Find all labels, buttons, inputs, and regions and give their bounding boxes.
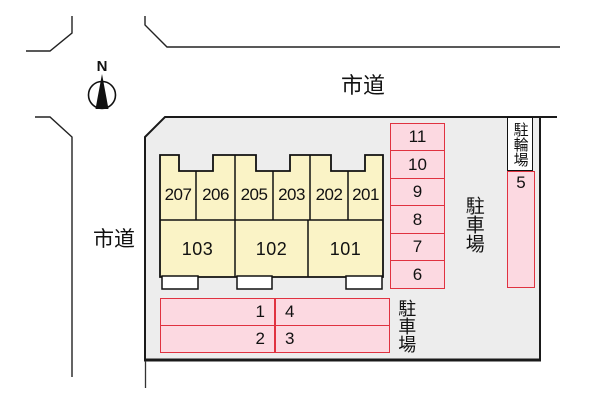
parking-space-7: 7: [390, 233, 445, 261]
parking-space-11: 11: [390, 123, 445, 151]
parking-space-8: 8: [390, 205, 445, 234]
room-label-101: 101: [329, 238, 362, 259]
parking-space-1: 1: [160, 298, 275, 326]
parking-space-5: 5: [507, 171, 535, 288]
room-label-206: 206: [202, 185, 229, 204]
porch-102: [236, 275, 273, 290]
parking-lot-label-right: 駐車場: [462, 195, 484, 253]
compass: [87, 74, 117, 110]
porch-101: [345, 275, 383, 290]
compass-north-label: N: [96, 57, 108, 75]
parking-space-2: 2: [160, 325, 275, 353]
road-edge-north: [144, 16, 560, 48]
porch-103: [161, 275, 199, 290]
parking-lot-label-bottom: 駐車場: [396, 299, 417, 353]
parking-space-3: 3: [275, 325, 390, 353]
compass-north-arrow: [95, 74, 109, 109]
road-label-top: 市道: [340, 73, 385, 98]
room-label-207: 207: [164, 185, 192, 204]
bicycle-parking-label-box: 駐輪場: [507, 117, 533, 171]
room-label-202: 202: [315, 185, 343, 204]
room-label-205: 205: [240, 185, 268, 204]
room-label-103: 103: [181, 238, 214, 259]
road-corner-northwest: [26, 16, 73, 52]
parking-space-10: 10: [390, 150, 445, 179]
room-label-203: 203: [278, 185, 305, 204]
road-edge-west: [35, 116, 73, 377]
parking-space-6: 6: [390, 260, 445, 289]
road-label-left: 市道: [93, 228, 135, 251]
parking-space-4: 4: [275, 298, 390, 326]
room-label-102: 102: [255, 238, 288, 259]
room-label-201: 201: [352, 185, 379, 204]
building-outline: [159, 154, 384, 278]
parking-space-9: 9: [390, 178, 445, 206]
